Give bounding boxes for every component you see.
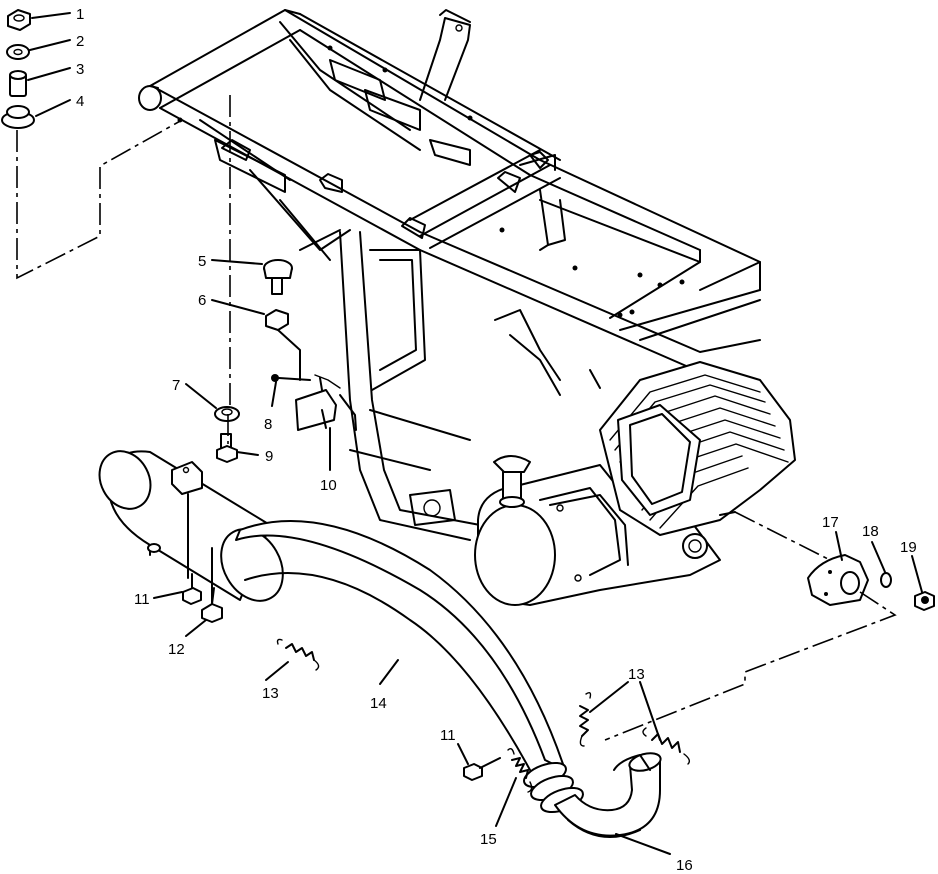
vehicle-frame (138, 9, 761, 541)
callout-7: 7 (172, 377, 180, 394)
callout-1: 1 (76, 6, 84, 23)
callout-9: 9 (265, 448, 273, 465)
spring-13-mid (579, 691, 592, 747)
callout-16: 16 (676, 857, 693, 874)
callout-4: 4 (76, 93, 84, 110)
spring-15 (507, 747, 533, 793)
callout-18: 18 (862, 523, 879, 540)
callouts: 1 2 3 4 5 6 7 8 9 10 11 12 13 14 11 13 1… (27, 6, 923, 874)
callout-3: 3 (76, 61, 84, 78)
leader-lines (27, 12, 923, 855)
callout-11a: 11 (134, 591, 150, 608)
callout-10: 10 (320, 477, 337, 494)
spring-13-left (276, 638, 320, 671)
engine (474, 361, 796, 606)
fastener-parts (1, 9, 935, 781)
muffler-and-pipes (98, 374, 662, 839)
callout-2: 2 (76, 33, 84, 50)
springs (276, 638, 691, 793)
callout-15: 15 (480, 831, 497, 848)
callout-8: 8 (264, 416, 272, 433)
callout-13b: 13 (628, 666, 645, 683)
callout-11b: 11 (440, 727, 456, 744)
assembly-lines (16, 95, 897, 741)
callout-14: 14 (370, 695, 387, 712)
callout-19: 19 (900, 539, 917, 556)
callout-17: 17 (822, 514, 839, 531)
callout-13a: 13 (262, 685, 279, 702)
callout-6: 6 (198, 292, 206, 309)
callout-12: 12 (168, 641, 185, 658)
callout-5: 5 (198, 253, 206, 270)
